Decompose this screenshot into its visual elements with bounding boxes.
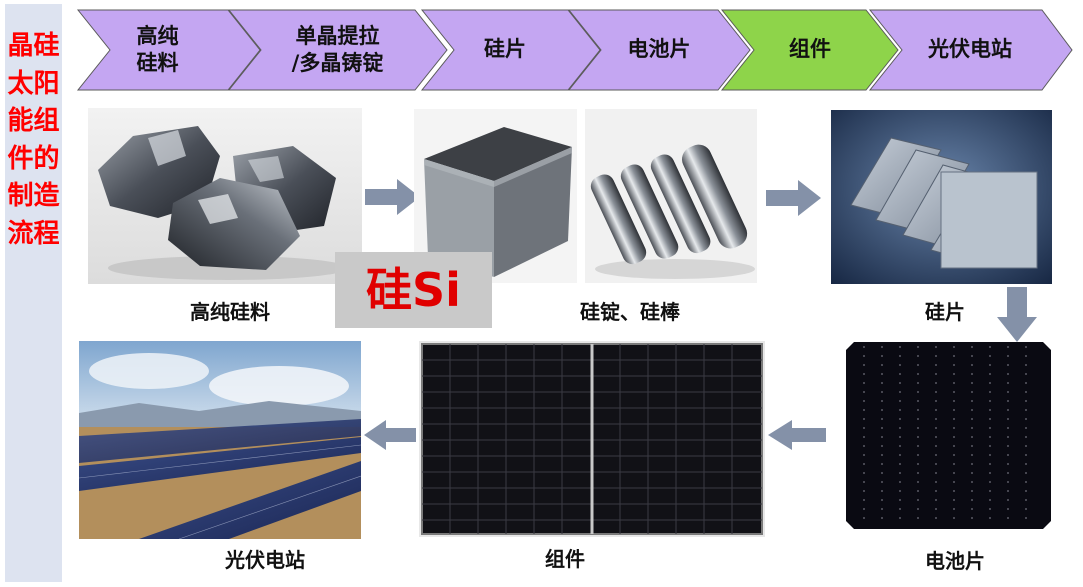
step-chevron-ingot — [227, 9, 448, 91]
arrow-right-icon — [766, 180, 821, 216]
arrow-left-icon — [768, 420, 826, 450]
caption-wafer: 硅片 — [925, 300, 965, 324]
step-chevron-module — [720, 9, 899, 91]
sidebar-title: 晶硅太阳能组件的制造流程 — [7, 31, 60, 249]
plant-image — [79, 341, 361, 539]
caption-polysilicon: 高纯硅料 — [190, 300, 270, 324]
step-label-polysilicon: 高纯 硅料 — [136, 24, 179, 75]
silicon-label: 硅Si — [335, 252, 492, 328]
rods-image — [585, 109, 757, 283]
cell-image — [846, 342, 1051, 529]
caption-plant: 光伏电站 — [225, 548, 305, 572]
caption-module: 组件 — [545, 547, 585, 571]
polysilicon-image — [88, 108, 362, 284]
arrow-down-icon — [997, 287, 1037, 342]
process-flow — [76, 9, 1073, 91]
step-label-ingot: 单晶提拉 /多晶铸锭 — [291, 24, 384, 75]
step-chevron-wafer — [420, 9, 601, 91]
step-chevron-cell — [567, 9, 751, 91]
caption-ingot: 硅锭、硅棒 — [580, 300, 680, 324]
arrow-right-icon — [365, 179, 420, 215]
arrow-left-icon — [364, 420, 416, 450]
step-chevron-polysilicon — [76, 9, 261, 91]
step-chevron-plant — [868, 9, 1073, 91]
step-label-wafer: 硅片 — [484, 37, 526, 61]
step-label-cell: 电池片 — [627, 37, 691, 61]
sidebar: 晶硅太阳能组件的制造流程 — [5, 4, 62, 582]
caption-cell: 电池片 — [925, 549, 985, 573]
wafer-image — [831, 110, 1052, 284]
step-label-module: 组件 — [789, 37, 831, 61]
step-label-plant: 光伏电站 — [928, 37, 1012, 61]
module-image — [419, 341, 765, 537]
